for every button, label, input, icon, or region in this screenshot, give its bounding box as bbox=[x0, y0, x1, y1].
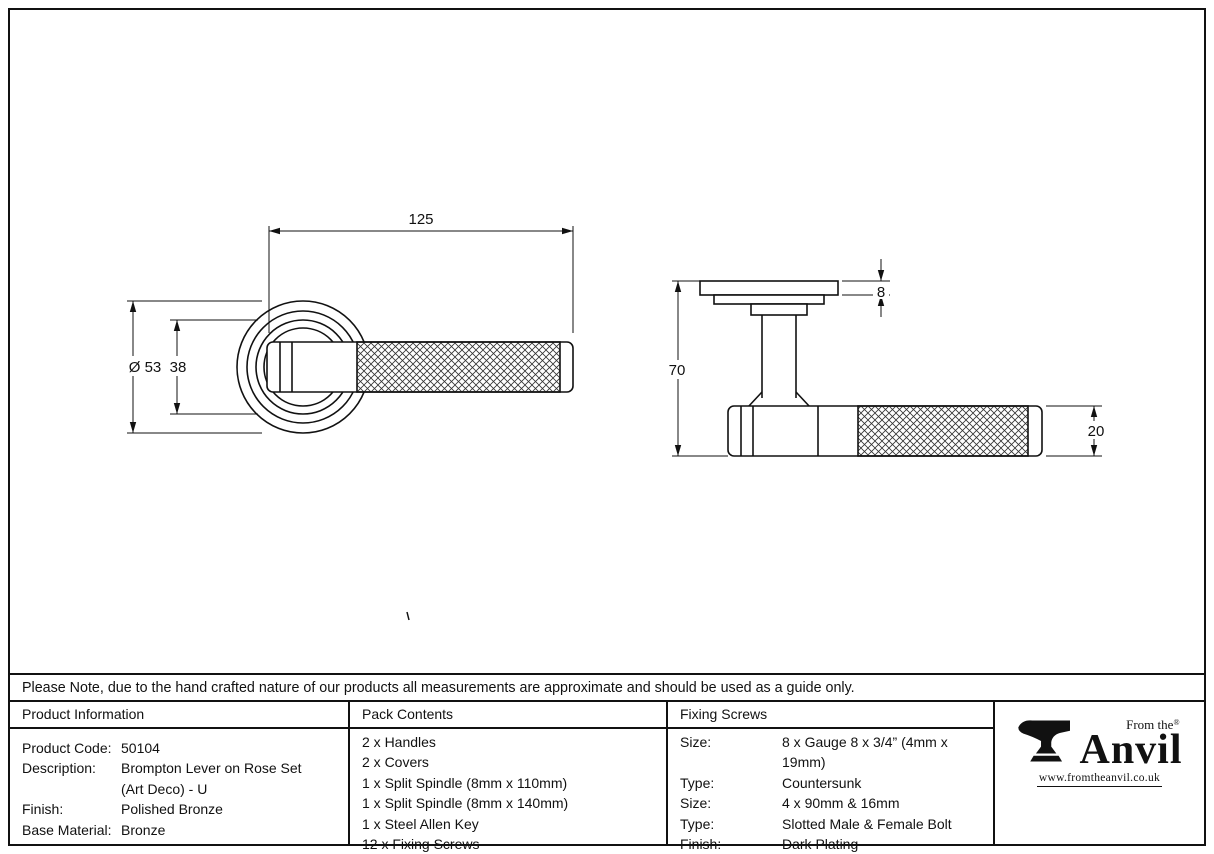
side-view bbox=[699, 280, 1043, 457]
brand-logo: From the® Anvil www.fromtheanvil.co.uk bbox=[995, 702, 1204, 844]
stray-mark bbox=[406, 611, 410, 621]
field-value: Countersunk bbox=[782, 774, 862, 791]
rose-step-profile bbox=[713, 294, 825, 305]
field-value: 4 x 90mm & 16mm bbox=[782, 795, 900, 812]
lever-knurl-grip-side bbox=[857, 405, 1029, 457]
technical-drawing: 125 Ø 53 38 bbox=[123, 211, 1109, 621]
neck-transition bbox=[795, 391, 811, 408]
field-label: Finish: bbox=[22, 801, 64, 818]
spec-row: Size: 4 x 90mm & 16mm bbox=[680, 793, 985, 813]
dim-rose-diameter: Ø 53 bbox=[129, 359, 162, 376]
registered-mark: ® bbox=[1173, 718, 1180, 727]
pack-item: 1 x Steel Allen Key bbox=[362, 815, 479, 832]
spec-row: Finish: Dark Plating bbox=[680, 834, 985, 854]
field-value: Brompton Lever on Rose Set (Art Deco) - … bbox=[121, 760, 302, 797]
spec-table: Product Information Product Code: 50104 … bbox=[10, 702, 1204, 852]
anvil-icon bbox=[1018, 720, 1071, 762]
field-label: Description: bbox=[22, 760, 96, 777]
fixing-screws-column: Fixing Screws Size: 8 x Gauge 8 x 3/4” (… bbox=[668, 702, 995, 852]
field-value: 8 x Gauge 8 x 3/4” (4mm x 19mm) bbox=[782, 734, 948, 771]
spec-row: Product Code: 50104 bbox=[22, 738, 340, 758]
note-row: Please Note, due to the hand crafted nat… bbox=[10, 675, 1204, 702]
side-view-dimensions: 8 70 20 bbox=[662, 259, 1109, 457]
pack-contents-column: Pack Contents 2 x Handles 2 x Covers 1 x… bbox=[350, 702, 668, 852]
column-header: Fixing Screws bbox=[668, 702, 993, 729]
front-view bbox=[236, 300, 574, 434]
spec-row: Description: Brompton Lever on Rose Set … bbox=[22, 758, 340, 799]
dim-projection: 70 bbox=[669, 362, 686, 379]
front-view-dimensions: 125 Ø 53 38 bbox=[123, 211, 574, 434]
field-value: 50104 bbox=[121, 740, 160, 756]
spec-row: Size: 8 x Gauge 8 x 3/4” (4mm x 19mm) bbox=[680, 732, 985, 773]
field-label: Size: bbox=[680, 795, 712, 812]
dim-lever-height: 20 bbox=[1088, 423, 1105, 440]
spec-row: Base Material: Bronze bbox=[22, 820, 340, 840]
column-header: Pack Contents bbox=[350, 702, 666, 729]
rose-collar-profile bbox=[750, 303, 808, 316]
logo-tagline-text: From the bbox=[1126, 717, 1174, 732]
logo-tagline: From the® bbox=[1126, 716, 1182, 731]
dim-length: 125 bbox=[408, 211, 433, 228]
dim-rose-thickness: 8 bbox=[877, 284, 885, 301]
field-value: Polished Bronze bbox=[121, 801, 223, 818]
lever-knurl-grip bbox=[356, 341, 561, 393]
spec-row: Type: Countersunk bbox=[680, 773, 985, 793]
dim-inner-diameter: 38 bbox=[170, 359, 187, 376]
field-label: Size: bbox=[680, 734, 712, 750]
spec-row: Type: Slotted Male & Female Bolt bbox=[680, 814, 985, 834]
field-value: Slotted Male & Female Bolt bbox=[782, 815, 952, 832]
field-value: Bronze bbox=[121, 821, 166, 838]
rose-disc-profile bbox=[699, 280, 839, 296]
field-label: Base Material: bbox=[22, 821, 112, 838]
pack-item: 12 x Fixing Screws bbox=[362, 836, 480, 853]
note-text: Please Note, due to the hand crafted nat… bbox=[22, 679, 855, 696]
pack-item: 1 x Split Spindle (8mm x 140mm) bbox=[362, 795, 569, 812]
logo-url: www.fromtheanvil.co.uk bbox=[1036, 771, 1163, 787]
product-information-column: Product Information Product Code: 50104 … bbox=[10, 702, 350, 844]
spec-area: Please Note, due to the hand crafted nat… bbox=[10, 673, 1204, 852]
spec-row: Finish: Polished Bronze bbox=[22, 799, 340, 819]
field-label: Type: bbox=[680, 815, 715, 832]
neck-transition bbox=[747, 391, 763, 408]
logo-name: Anvil bbox=[1079, 727, 1183, 773]
field-label: Finish: bbox=[680, 836, 722, 853]
column-header: Product Information bbox=[10, 702, 348, 729]
pack-item: 2 x Handles bbox=[362, 734, 436, 750]
field-label: Product Code: bbox=[22, 740, 112, 756]
pack-item: 2 x Covers bbox=[362, 754, 429, 771]
field-value: Dark Plating bbox=[782, 836, 859, 853]
pack-item: 1 x Split Spindle (8mm x 110mm) bbox=[362, 774, 568, 791]
field-label: Type: bbox=[680, 774, 715, 791]
